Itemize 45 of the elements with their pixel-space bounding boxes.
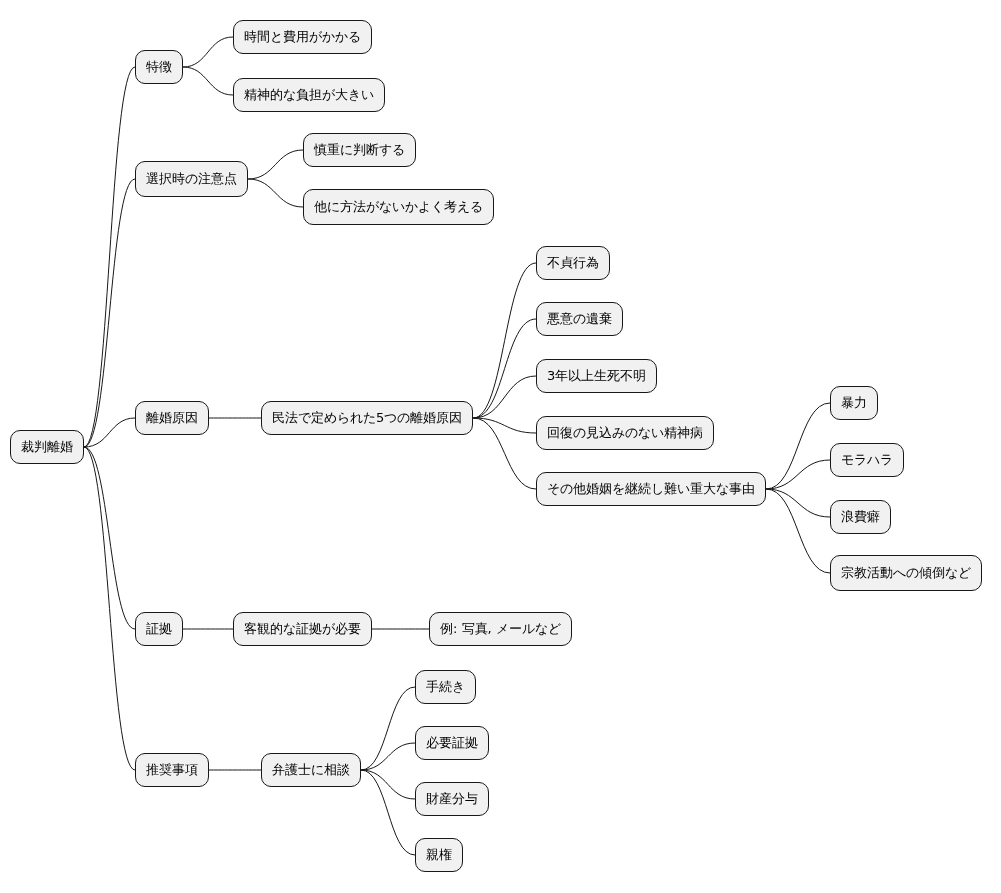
connector-line: [182, 36, 234, 68]
connector-line: [83, 417, 136, 448]
topic-box: 財産分与: [415, 782, 489, 816]
topic-box: 回復の見込みのない精神病: [536, 416, 714, 450]
topic-box: 裁判離婚: [10, 430, 84, 464]
connector-line: [208, 769, 262, 771]
connector-line: [208, 417, 262, 419]
topic-box: 民法で定められた5つの離婚原因: [261, 401, 474, 435]
topic-box: 精神的な負担が大きい: [233, 78, 385, 112]
topic-box: 時間と費用がかかる: [233, 20, 372, 54]
connector-line: [360, 769, 416, 856]
topic-box: 例: 写真, メールなど: [429, 612, 572, 646]
topic-box: 悪意の遺棄: [536, 302, 623, 336]
topic-box: 離婚原因: [135, 401, 209, 435]
topic-box: 慎重に判断する: [303, 133, 416, 167]
topic-box: 親権: [415, 838, 463, 872]
connector-line: [360, 769, 416, 800]
connector-line: [765, 488, 831, 574]
topic-box: 選択時の注意点: [135, 161, 248, 197]
connector-line: [371, 628, 430, 630]
connector-line: [83, 178, 136, 448]
topic-box: 特徴: [135, 50, 183, 84]
connector-line: [182, 66, 234, 96]
topic-box: 証拠: [135, 612, 183, 646]
topic-box: 客観的な証拠が必要: [233, 612, 372, 646]
connector-line: [360, 742, 416, 771]
connector-line: [182, 628, 234, 630]
topic-box: 推奨事項: [135, 753, 209, 787]
topic-box: モラハラ: [830, 443, 904, 477]
connector-line: [472, 417, 537, 434]
topic-box: 他に方法がないかよく考える: [303, 189, 494, 225]
topic-box: 宗教活動への傾倒など: [830, 555, 982, 591]
connector-line: [247, 178, 304, 208]
connector-line: [83, 446, 136, 630]
topic-box: 不貞行為: [536, 246, 610, 280]
topic-box: 3年以上生死不明: [536, 359, 658, 393]
topic-box: 暴力: [830, 386, 878, 420]
connector-line: [765, 488, 831, 518]
topic-box: 浪費癖: [830, 500, 891, 534]
connector-line: [83, 446, 136, 771]
connector-line: [472, 417, 537, 490]
topic-box: 手続き: [415, 670, 476, 704]
topic-box: 弁護士に相談: [261, 753, 361, 787]
topic-box: 必要証拠: [415, 726, 489, 760]
topic-box: その他婚姻を継続し難い重大な事由: [536, 472, 766, 506]
